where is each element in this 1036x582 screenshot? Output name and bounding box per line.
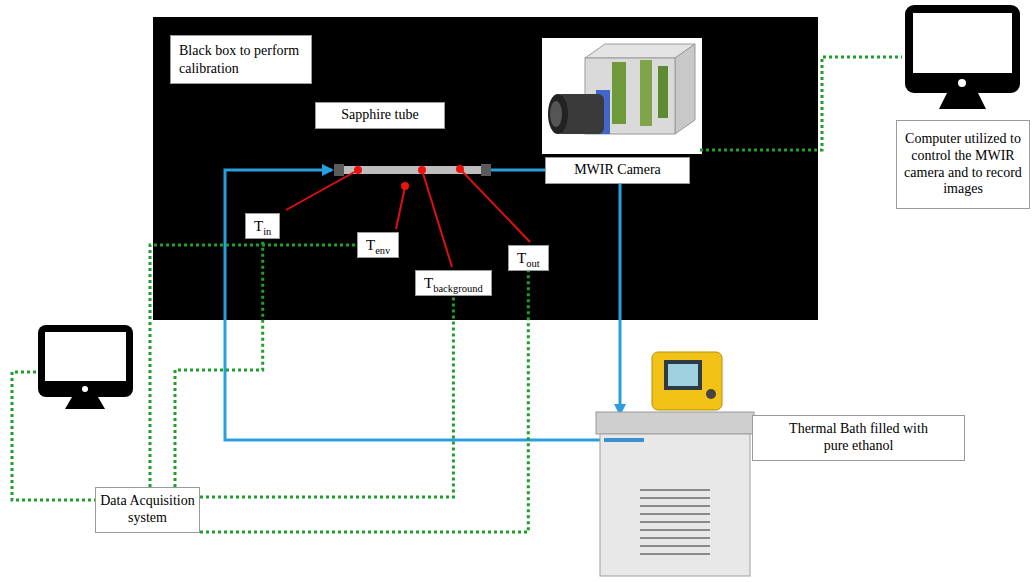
sensor-label: Tin <box>245 213 280 239</box>
node-text: Tbackground <box>424 274 483 292</box>
sensor-leaders <box>286 169 530 267</box>
tube-label: Sapphire tube <box>315 102 445 129</box>
node-text: Sapphire tube <box>322 107 438 124</box>
bath-label: Thermal Bath filled with pure ethanol <box>752 415 965 461</box>
node-text: Tin <box>254 217 271 235</box>
node-text: Data Acquisition system <box>100 493 195 527</box>
computer-label: Computer utilized to control the MWIR ca… <box>896 120 1030 209</box>
signal-cable <box>150 245 357 487</box>
signal-cable <box>200 271 528 532</box>
ethanol-inflow <box>225 170 600 440</box>
tube-illustration <box>334 164 491 176</box>
enclosure-title: Black box to perform calibration <box>170 35 312 84</box>
monitor-icon <box>905 5 1020 109</box>
monitor-icon <box>38 325 133 409</box>
node-text: Tout <box>517 249 540 267</box>
node-text: Computer utilized to control the MWIR ca… <box>901 131 1025 198</box>
signal-cable <box>200 296 453 497</box>
node-text: Thermal Bath filled with pure ethanol <box>779 421 938 455</box>
node-text: MWIR Camera <box>552 162 683 179</box>
camera-illustration <box>542 38 702 154</box>
ethanol-outflow <box>491 170 620 414</box>
camera-cable <box>700 57 902 150</box>
calibration-enclosure: Black box to perform calibrationSapphire… <box>153 17 818 320</box>
thermal-bath-illustration <box>596 352 754 576</box>
sensor-label: Tenv <box>357 232 399 258</box>
daq-box: Data Acquisition system <box>95 487 200 533</box>
sensor-dots <box>354 165 464 190</box>
camera-label: MWIR Camera <box>545 157 690 184</box>
sensor-label: Tbackground <box>415 270 492 296</box>
sensor-label: Tout <box>508 245 549 271</box>
node-text: Tenv <box>366 236 390 254</box>
signal-cable <box>175 239 263 487</box>
